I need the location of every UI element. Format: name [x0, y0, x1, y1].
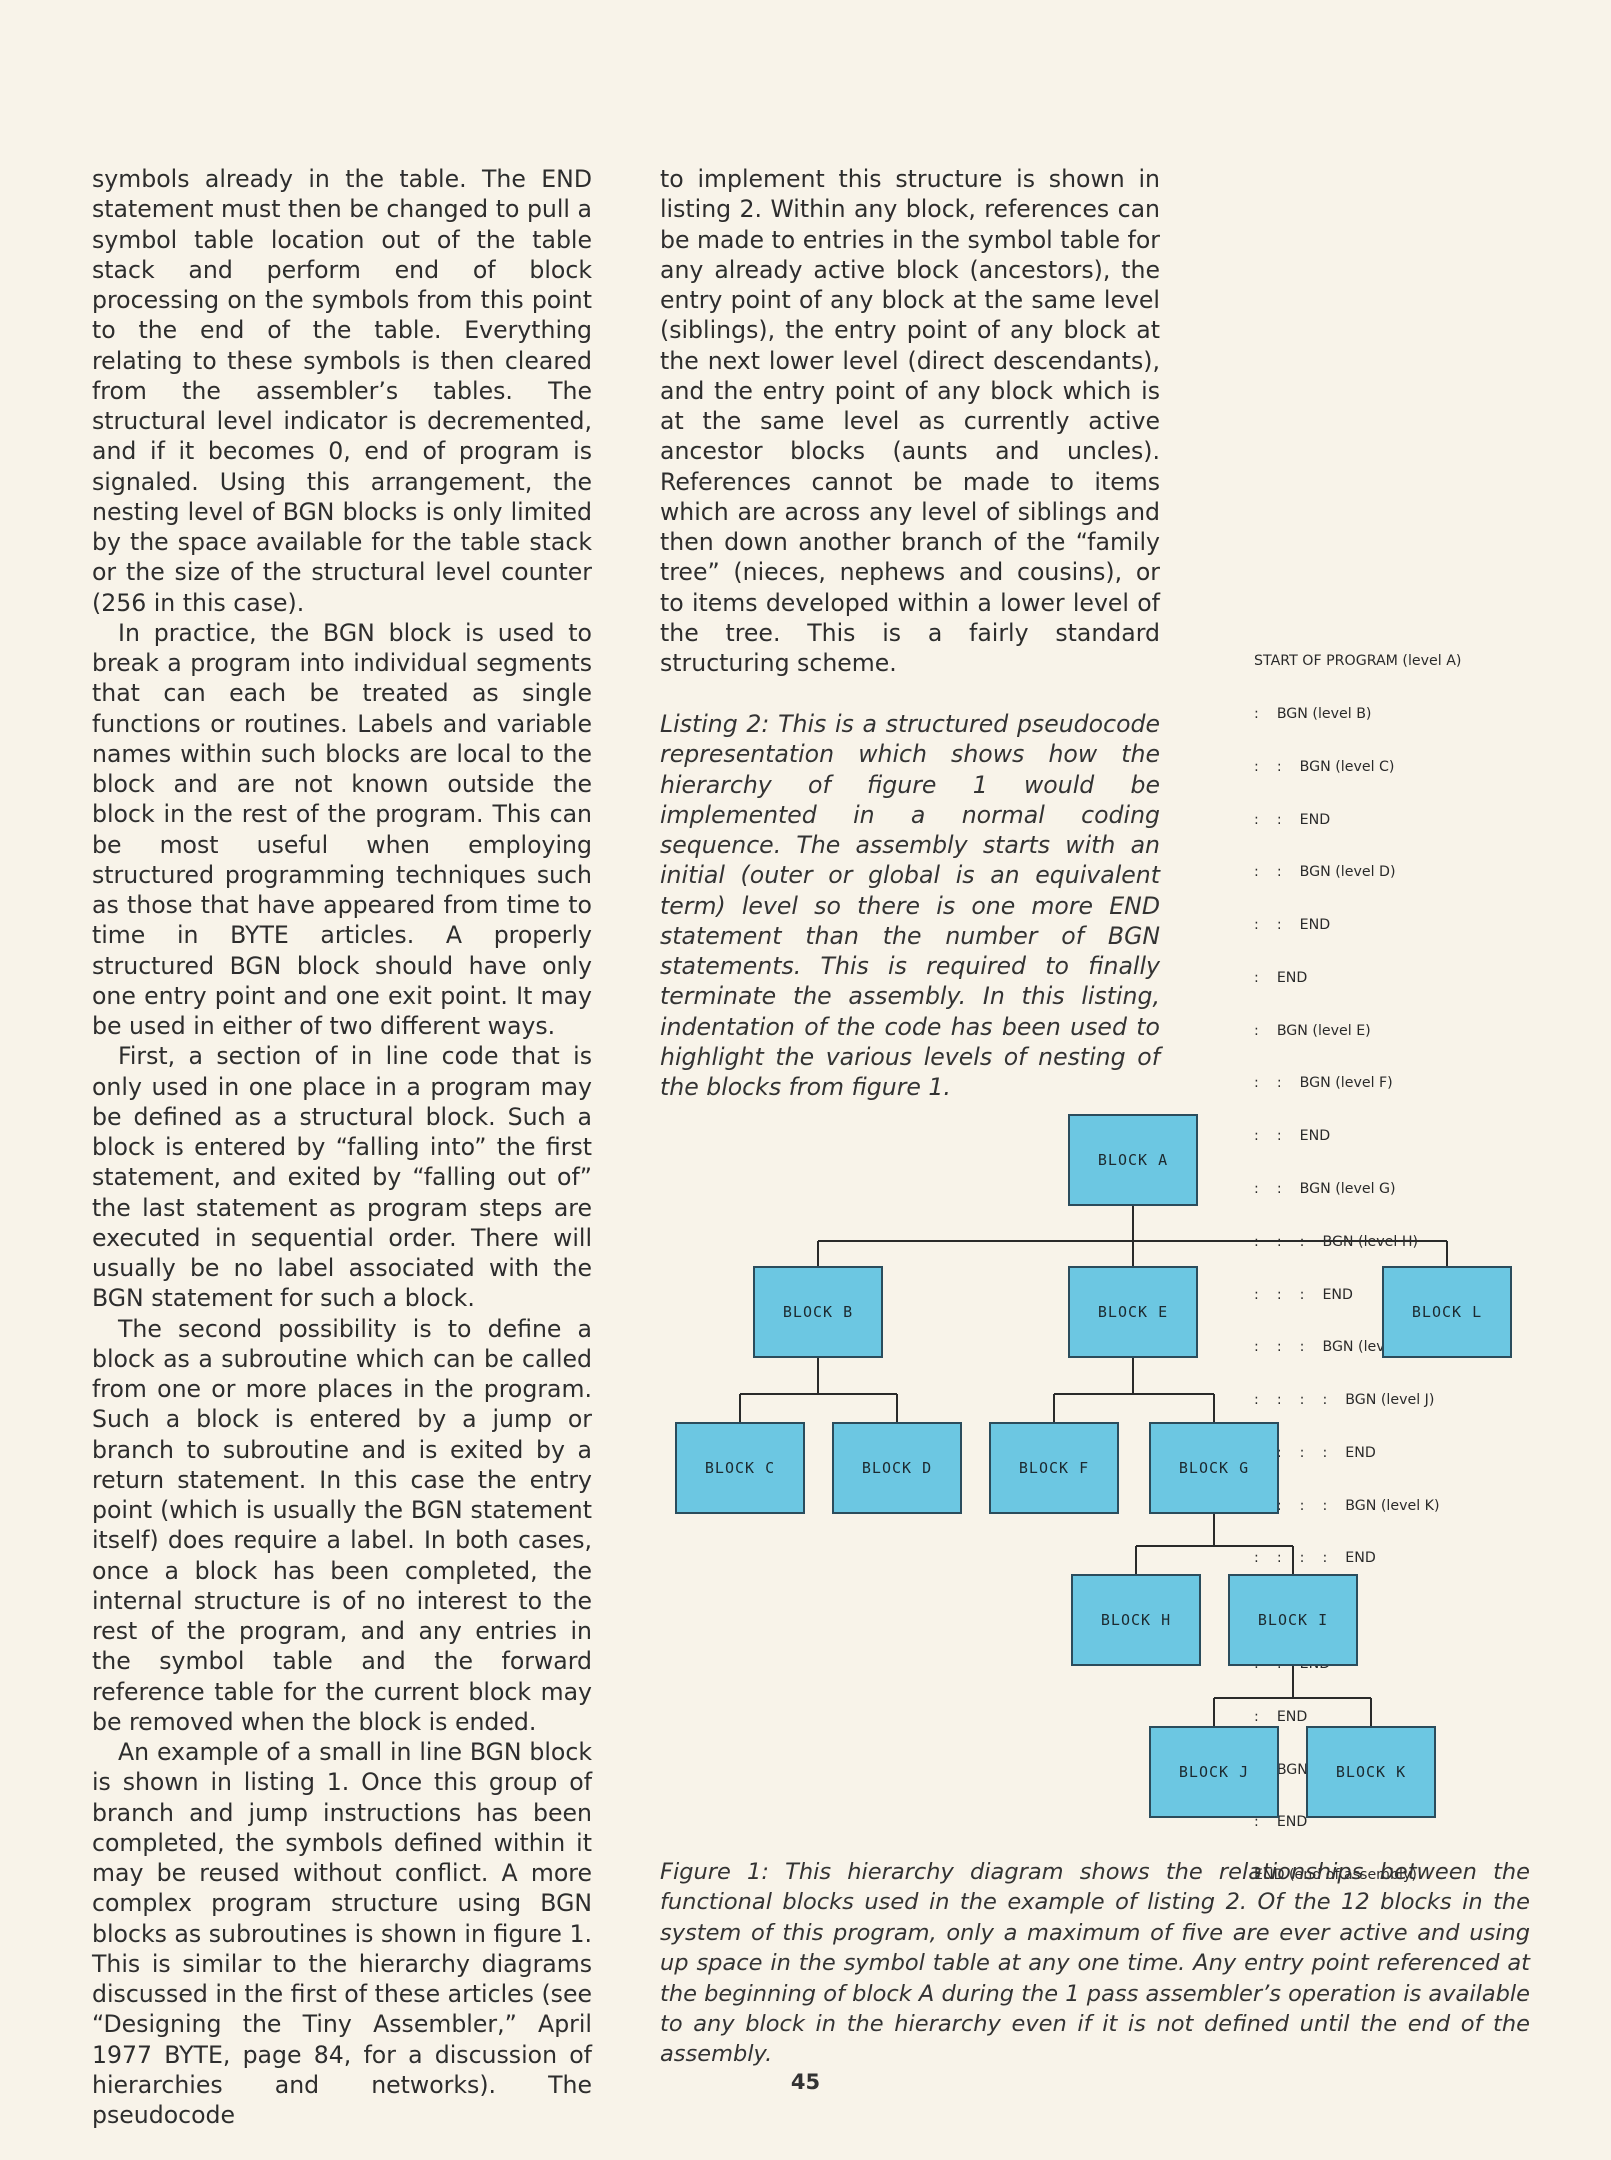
block-h: BLOCK H	[1071, 1574, 1201, 1666]
page-number: 45	[790, 2070, 821, 2094]
code-line: : : : : BGN (level K)	[1254, 1497, 1440, 1514]
block-j: BLOCK J	[1149, 1726, 1279, 1818]
code-line: : : END	[1254, 1128, 1331, 1145]
block-a: BLOCK A	[1068, 1114, 1198, 1206]
code-line: : BGN (level B)	[1254, 705, 1372, 722]
hierarchy-diagram: BLOCK A BLOCK B BLOCK E BLOCK L BLOCK C …	[660, 1100, 1560, 1820]
paragraph: An example of a small in line BGN block …	[92, 1738, 592, 2129]
code-line: : : BGN (level F)	[1254, 1075, 1393, 1092]
block-i: BLOCK I	[1228, 1574, 1358, 1666]
code-line: : : : : END	[1254, 1550, 1376, 1567]
code-line: : : END	[1254, 917, 1331, 934]
figure-caption: Figure 1: This hierarchy diagram shows t…	[660, 1859, 1530, 2068]
block-k: BLOCK K	[1306, 1726, 1436, 1818]
paragraph: In practice, the BGN block is used to br…	[92, 618, 592, 1040]
block-c: BLOCK C	[675, 1422, 805, 1514]
code-line: : END	[1254, 1708, 1308, 1725]
middle-column: to implement this structure is shown in …	[660, 164, 1160, 678]
code-line: : END	[1254, 1814, 1308, 1831]
left-column: symbols already in the table. The END st…	[92, 164, 592, 2130]
paragraph: The second possibility is to define a bl…	[92, 1314, 592, 1736]
code-line: END (end of assembly)	[1254, 1867, 1417, 1884]
code-line: START OF PROGRAM (level A)	[1254, 653, 1462, 670]
code-line: : : BGN (level C)	[1254, 758, 1395, 775]
block-b: BLOCK B	[753, 1266, 883, 1358]
block-d: BLOCK D	[832, 1422, 962, 1514]
paragraph: First, a section of in line code that is…	[92, 1042, 592, 1313]
code-line: : : BGN (level D)	[1254, 864, 1396, 881]
code-line: : END	[1254, 969, 1308, 986]
paragraph: symbols already in the table. The END st…	[92, 165, 592, 617]
code-line: : : : : BGN (level J)	[1254, 1392, 1435, 1409]
block-f: BLOCK F	[989, 1422, 1119, 1514]
listing-caption: Listing 2: This is a structured pseudoco…	[660, 710, 1160, 1101]
code-line: : BGN (level E)	[1254, 1022, 1371, 1039]
block-l: BLOCK L	[1382, 1266, 1512, 1358]
block-g: BLOCK G	[1149, 1422, 1279, 1514]
code-line: : : END	[1254, 811, 1331, 828]
paragraph: to implement this structure is shown in …	[660, 165, 1160, 677]
code-line: : : BGN (level G)	[1254, 1181, 1396, 1197]
connector-lines	[739, 1206, 1448, 1726]
code-line: : : : END	[1254, 1286, 1353, 1303]
block-e: BLOCK E	[1068, 1266, 1198, 1358]
